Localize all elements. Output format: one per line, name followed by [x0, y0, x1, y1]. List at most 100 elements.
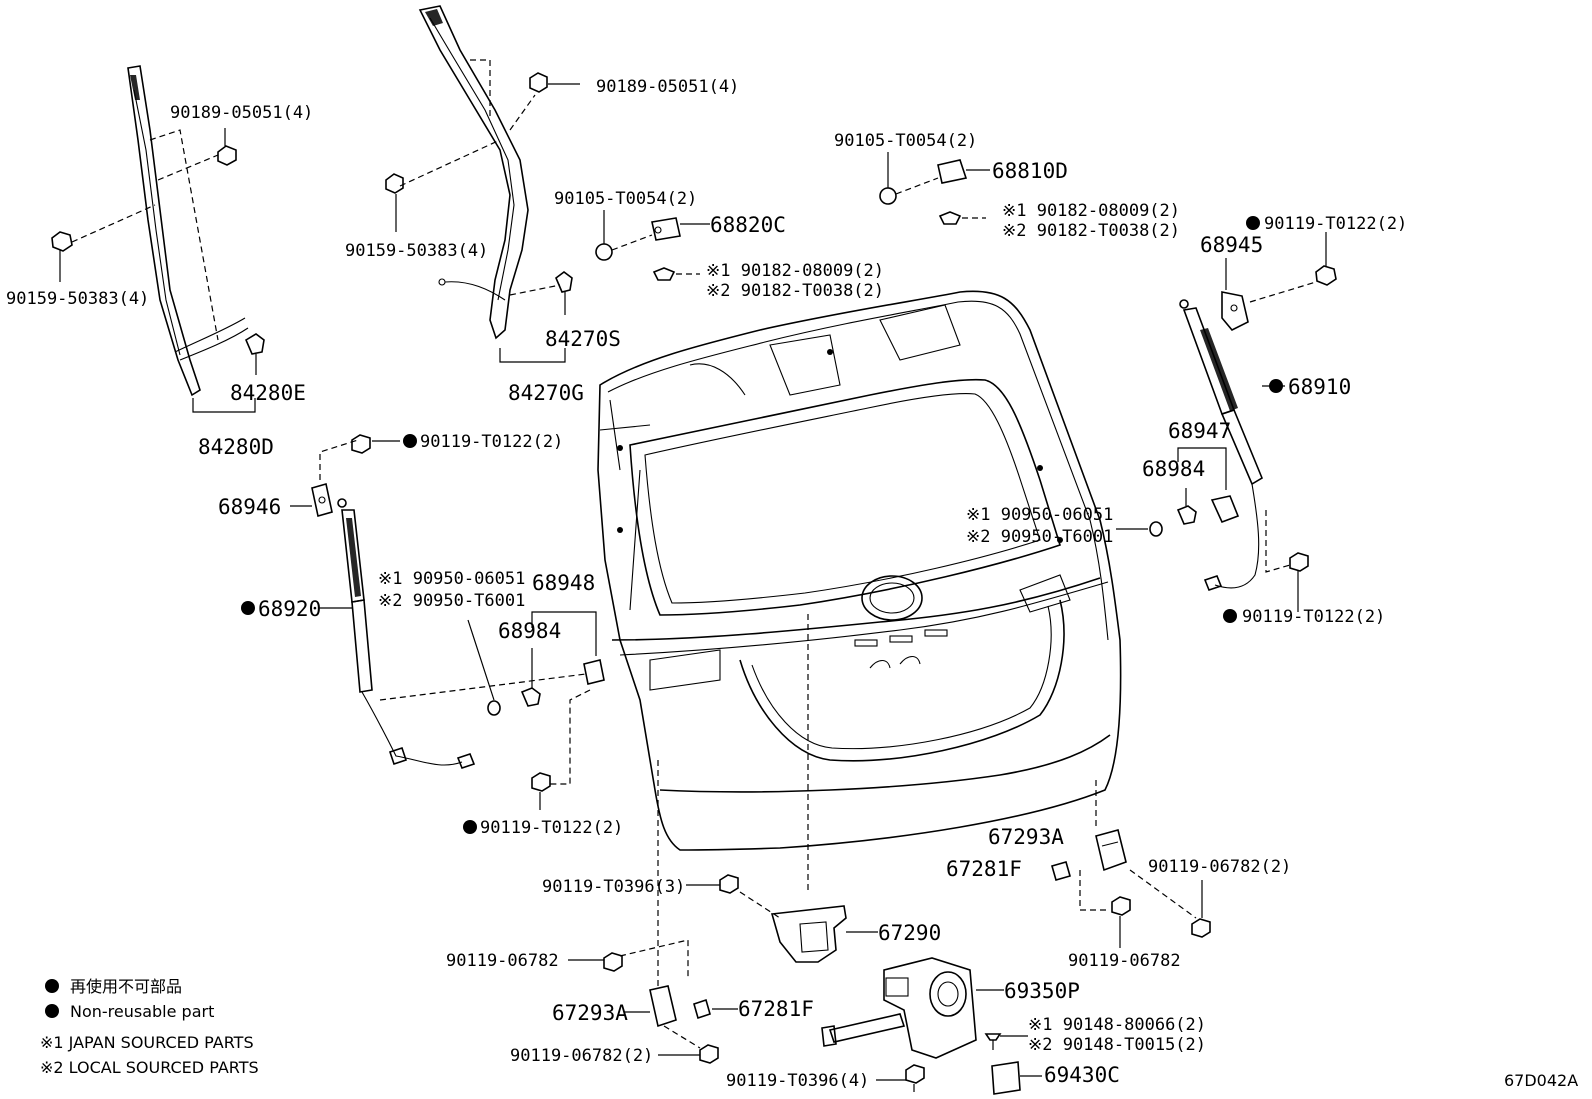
- callout-68920: 68920: [258, 597, 321, 621]
- bolt-90119-06782-r: [1111, 896, 1131, 948]
- callout-68947: 68947: [1168, 419, 1231, 443]
- legend-dot-en: [45, 1004, 59, 1018]
- callout-90182-T0038-a: ※2 90182-T0038(2): [706, 281, 884, 301]
- bracket-68947: [1177, 447, 1240, 524]
- callout-90105-T0054-b: 90105-T0054(2): [834, 131, 977, 151]
- callout-68820C: 68820C: [710, 213, 786, 237]
- callout-90182-08009-b: ※1 90182-08009(2): [1002, 201, 1180, 221]
- callout-84280E: 84280E: [230, 381, 306, 405]
- bolt-90119-r: [1289, 552, 1309, 612]
- screw-90148: [984, 1033, 1028, 1050]
- callout-68945: 68945: [1200, 233, 1263, 257]
- legend: 再使用不可部品 Non-reusable part ※1 JAPAN SOURC…: [40, 977, 259, 1077]
- bracket-68948: [531, 611, 605, 685]
- clip-84270S: [555, 271, 573, 315]
- callout-69430C: 69430C: [1044, 1063, 1120, 1087]
- callout-90119-T0122-l: 90119-T0122(2): [420, 432, 563, 452]
- screw-90189-left: [217, 145, 237, 166]
- callout-67293A-l: 67293A: [552, 1001, 628, 1025]
- legend-dot-jp: [45, 979, 59, 993]
- cushion-67281F-l: [693, 998, 738, 1020]
- legend-nonreusable-en: Non-reusable part: [70, 1002, 214, 1021]
- callout-90119-T0396-3: 90119-T0396(3): [542, 877, 685, 897]
- stay-68920: [318, 498, 476, 769]
- callout-69350P: 69350P: [1004, 979, 1080, 1003]
- striker-67293A-l: [624, 985, 677, 1028]
- nut-90105-a: [595, 210, 613, 261]
- callout-90119-06782-r2: 90119-06782(2): [1148, 857, 1291, 877]
- callout-90119-T0396-4: 90119-T0396(4): [726, 1071, 869, 1091]
- closer-69350P: [821, 957, 1004, 1059]
- bracket-68945: [1221, 258, 1249, 331]
- callout-68948: 68948: [532, 571, 595, 595]
- cushion-68984-r: [1176, 488, 1197, 525]
- bolt-90119-tr: [1315, 232, 1337, 286]
- switch-68820C: [651, 217, 710, 241]
- back-door-panel: [597, 290, 1122, 851]
- nonreusable-mark-r: [1223, 609, 1237, 623]
- callout-67290: 67290: [878, 921, 941, 945]
- switch-68810D: [937, 159, 990, 184]
- callout-90189-05051-top: 90189-05051(4): [596, 77, 739, 97]
- cushion-68984-l: [520, 648, 541, 707]
- bracket-68946: [290, 482, 333, 518]
- legend-nonreusable-jp: 再使用不可部品: [70, 977, 182, 996]
- bracket-69430C: [991, 1061, 1042, 1095]
- callout-68984-r: 68984: [1142, 457, 1205, 481]
- callout-90148-T0015: ※2 90148-T0015(2): [1028, 1035, 1206, 1055]
- callout-84280D: 84280D: [198, 435, 274, 459]
- callout-67293A-r: 67293A: [988, 825, 1064, 849]
- callout-90950-T6001-r: ※2 90950-T6001: [966, 527, 1113, 547]
- callout-90159-50383-mid: 90159-50383(4): [345, 241, 488, 261]
- legend-note-local: ※2 LOCAL SOURCED PARTS: [40, 1058, 259, 1077]
- cushion-67281F-r: [1051, 861, 1071, 881]
- garnish-84280D: [127, 65, 249, 397]
- callout-67281F-r: 67281F: [946, 857, 1022, 881]
- cap-90182-b: [938, 211, 986, 225]
- diagram-code: 67D042A: [1504, 1071, 1578, 1090]
- callout-90119-T0122-r: 90119-T0122(2): [1242, 607, 1385, 627]
- nonreusable-mark-tr: [1246, 216, 1260, 230]
- callout-90159-50383-left: 90159-50383(4): [6, 289, 149, 309]
- callout-90105-T0054-a: 90105-T0054(2): [554, 189, 697, 209]
- garnish-84270G: [418, 5, 529, 340]
- lock-67290: [770, 905, 878, 963]
- bolt-90119-l: [351, 434, 400, 454]
- callout-90189-05051-left: 90189-05051(4): [170, 103, 313, 123]
- bolt-90119-T0396-3: [686, 874, 739, 894]
- cap-90182-a: [652, 267, 700, 281]
- nut-90105-b: [879, 152, 897, 205]
- screw-90189-top: [529, 72, 580, 93]
- bolt-90119-06782-l: [568, 952, 623, 972]
- bolt-90119-bl: [531, 772, 551, 810]
- callout-68946: 68946: [218, 495, 281, 519]
- callout-84270G: 84270G: [508, 381, 584, 405]
- callout-84270S: 84270S: [545, 327, 621, 351]
- callout-67281F-l: 67281F: [738, 997, 814, 1021]
- callout-90950-06051-l: ※1 90950-06051: [378, 569, 525, 589]
- callout-90182-T0038-b: ※2 90182-T0038(2): [1002, 221, 1180, 241]
- callout-90119-06782-r: 90119-06782: [1068, 951, 1181, 971]
- callout-68910: 68910: [1288, 375, 1351, 399]
- callout-90119-06782-l: 90119-06782: [446, 951, 559, 971]
- callout-90119-T0122-tr: 90119-T0122(2): [1264, 214, 1407, 234]
- bolt-90119-T0396-4: [876, 1064, 925, 1092]
- clip-84280E: [244, 333, 265, 375]
- stay-68910: [1179, 299, 1285, 591]
- callout-90950-T6001-l: ※2 90950-T6001: [378, 591, 525, 611]
- callout-90119-06782-l2: 90119-06782(2): [510, 1046, 653, 1066]
- callout-68810D: 68810D: [992, 159, 1068, 183]
- callout-90182-08009-a: ※1 90182-08009(2): [706, 261, 884, 281]
- callout-90950-06051-r: ※1 90950-06051: [966, 505, 1113, 525]
- screw-90159-left: [51, 231, 73, 282]
- screw-90159-mid: [385, 173, 404, 232]
- legend-note-japan: ※1 JAPAN SOURCED PARTS: [40, 1033, 254, 1052]
- callout-90119-T0122-bl: 90119-T0122(2): [480, 818, 623, 838]
- striker-67293A-r: [1095, 829, 1127, 872]
- callout-68984-l: 68984: [498, 619, 561, 643]
- bolt-90119-06782-r2: [1191, 880, 1211, 938]
- bolt-90119-06782-l2: [658, 1044, 719, 1064]
- callout-90148-80066: ※1 90148-80066(2): [1028, 1015, 1206, 1035]
